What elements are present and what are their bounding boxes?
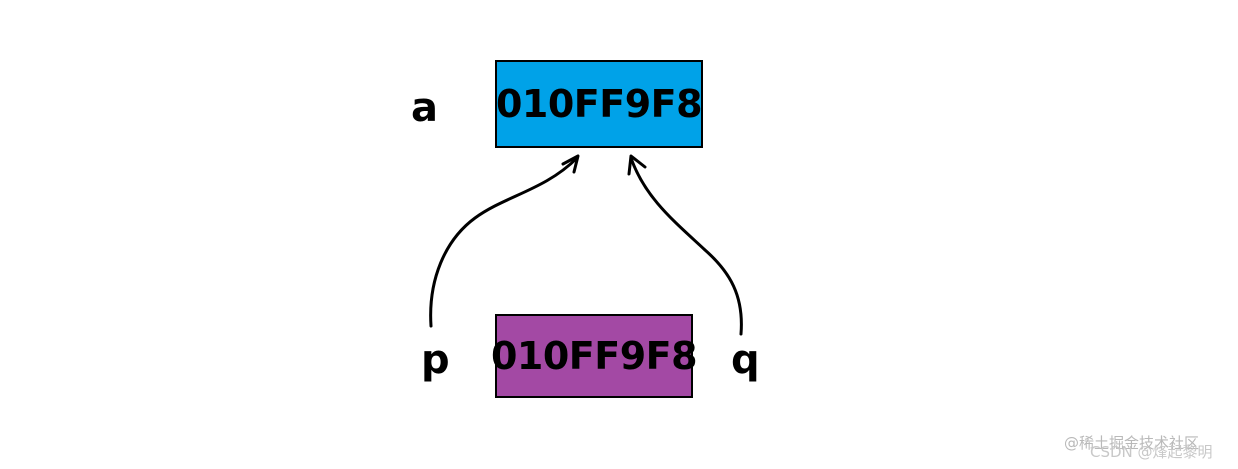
arrow-p-to-a — [429, 156, 579, 328]
memory-box-a-value: 010FF9F8 — [495, 82, 703, 126]
arrow-q-to-a — [629, 156, 743, 336]
arrow-p-to-a-head — [561, 154, 580, 174]
watermark-juejin: @稀土掘金技术社区 — [1064, 434, 1200, 452]
variable-label-a: a — [411, 85, 438, 131]
memory-box-p-value: 010FF9F8 — [490, 334, 698, 378]
arrow-q-to-a-head — [627, 154, 647, 176]
memory-box-p: 010FF9F8 — [491, 314, 698, 398]
variable-label-q: q — [731, 337, 760, 383]
memory-box-a: 010FF9F8 — [495, 60, 703, 148]
watermark-csdn: CSDN @烽起黎明 — [1090, 443, 1213, 461]
variable-label-p: p — [421, 337, 450, 383]
